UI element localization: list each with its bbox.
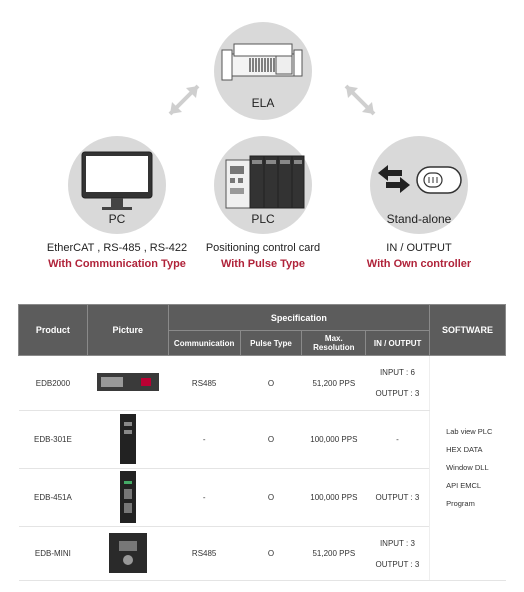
header-pulse-type: Pulse Type <box>239 330 303 356</box>
plc-caption-line1: Positioning control card <box>205 242 321 254</box>
standalone-label: Stand-alone <box>386 212 452 226</box>
header-software: SOFTWARE <box>429 304 506 356</box>
product-cell: EDB-451A <box>18 468 88 527</box>
io-line-1: - <box>396 435 399 444</box>
ela-label: ELA <box>251 96 275 110</box>
edb-451a-image <box>119 470 136 523</box>
io-line-2: OUTPUT : 3 <box>375 389 420 398</box>
max-resolution-cell: 51,200 PPS <box>301 355 366 411</box>
linear-actuator-icon <box>221 43 303 81</box>
header-picture: Picture <box>86 304 169 356</box>
header-max-resolution-line1: Max. <box>324 334 343 343</box>
standalone-caption-line1: IN / OUTPUT <box>386 242 452 254</box>
specification-table: Product Picture Specification SOFTWARE C… <box>18 304 506 581</box>
standalone-caption-line2: With Own controller <box>366 258 472 270</box>
plc-rack-icon <box>225 155 305 209</box>
product-cell: EDB2000 <box>18 355 88 411</box>
header-communication: Communication <box>167 330 241 356</box>
communication-cell: - <box>168 410 241 469</box>
pc-ela-arrow-icon <box>168 84 200 116</box>
table-row: EDB-451A - O 100,000 PPS OUTPUT : 3 <box>18 468 506 527</box>
pulse-type-cell: O <box>240 355 302 411</box>
edb2000-image <box>96 373 159 391</box>
ela-circle: ELA <box>214 22 312 120</box>
picture-cell <box>87 468 169 527</box>
pc-caption: EtherCAT , RS-485 , RS-422 With Communic… <box>27 240 207 272</box>
plc-label: PLC <box>251 212 275 226</box>
pc-circle: PC <box>68 136 166 234</box>
picture-cell <box>87 410 169 469</box>
header-max-resolution: Max. Resolution <box>301 330 367 356</box>
plc-caption-line2: With Pulse Type <box>220 258 306 270</box>
edb-mini-image <box>108 532 147 573</box>
pulse-type-cell: O <box>240 526 302 581</box>
edb-301e-image <box>119 413 136 464</box>
io-line-1: INPUT : 3 <box>379 538 415 548</box>
io-line-2: OUTPUT : 3 <box>375 559 420 569</box>
software-item: Window DLL <box>446 463 489 472</box>
communication-cell: RS485 <box>168 526 241 581</box>
picture-cell <box>87 355 169 411</box>
io-line-1: INPUT : 6 <box>379 368 415 377</box>
swap-arrows-icon <box>378 165 410 193</box>
communication-cell: - <box>168 468 241 527</box>
io-cell: - <box>365 410 430 469</box>
table-row: EDB-MINI RS485 O 51,200 PPS INPUT : 3 OU… <box>18 526 506 581</box>
standalone-circle: Stand-alone <box>370 136 468 234</box>
pc-caption-line2: With Communication Type <box>48 258 186 270</box>
software-cell: Lab view PLC HEX DATA Window DLL API EMC… <box>429 355 506 581</box>
header-specification: Specification <box>167 304 431 331</box>
table-row: EDB-301E - O 100,000 PPS - <box>18 410 506 469</box>
standalone-caption: IN / OUTPUT With Own controller <box>329 240 509 272</box>
communication-cell: RS485 <box>168 355 241 411</box>
pc-caption-line1: EtherCAT , RS-485 , RS-422 <box>46 242 188 254</box>
header-max-resolution-line2: Resolution <box>313 343 355 352</box>
io-line-1: OUTPUT : 3 <box>375 493 420 502</box>
product-cell: EDB-301E <box>18 410 88 469</box>
max-resolution-cell: 51,200 PPS <box>301 526 366 581</box>
pulse-type-cell: O <box>240 410 302 469</box>
max-resolution-cell: 100,000 PPS <box>301 410 366 469</box>
software-item: Lab view PLC <box>446 427 493 436</box>
io-cell: OUTPUT : 3 <box>365 468 430 527</box>
plc-circle: PLC <box>214 136 312 234</box>
monitor-icon <box>81 151 153 210</box>
io-cell: INPUT : 3 OUTPUT : 3 <box>365 526 430 581</box>
plc-caption: Positioning control card With Pulse Type <box>173 240 353 272</box>
software-item: API EMCL <box>446 481 482 490</box>
header-io: IN / OUTPUT <box>365 330 431 356</box>
picture-cell <box>87 526 169 581</box>
table-row: EDB2000 RS485 O 51,200 PPS INPUT : 6 OUT… <box>18 355 506 581</box>
max-resolution-cell: 100,000 PPS <box>301 468 366 527</box>
io-cell: INPUT : 6 OUTPUT : 3 <box>365 355 430 411</box>
product-cell: EDB-MINI <box>18 526 88 581</box>
pulse-type-cell: O <box>240 468 302 527</box>
software-item: Program <box>446 499 475 508</box>
ela-standalone-arrow-icon <box>344 84 376 116</box>
header-product: Product <box>18 304 88 356</box>
toggle-switch-icon <box>416 166 462 194</box>
software-item: HEX DATA <box>446 445 483 454</box>
pc-label: PC <box>108 212 126 226</box>
